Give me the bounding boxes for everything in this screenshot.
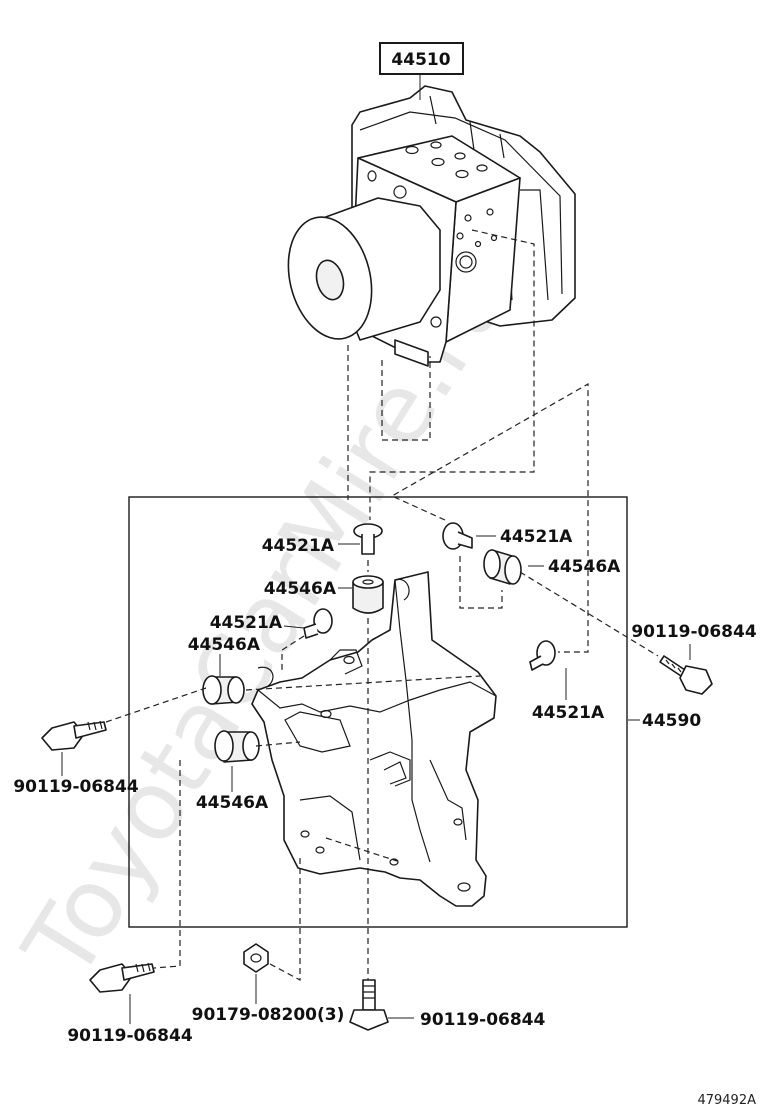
label-cushion-top-b: 44521A [500,527,573,547]
cushion-right [529,640,556,671]
spacer-bottom-left [214,730,260,763]
label-bolt-bottom-center: 90119-06844 [420,1010,546,1030]
label-bolt-bottom-left: 90119-06844 [67,1026,193,1046]
label-nut-bottom: 90179-08200(3) [192,1005,345,1025]
spacer-left [202,675,245,705]
spacer-right [483,549,522,585]
mounting-bracket [251,571,497,907]
label-actuator: 44510 [391,50,450,70]
diagram-id: 479492A [697,1093,756,1108]
label-spacer-bottom: 44546A [196,793,269,813]
label-spacer-top: 44546A [264,579,337,599]
label-bracket-assy: 44590 [642,711,701,731]
bolt-bottom-center [349,979,389,1031]
label-bolt-right: 90119-06844 [631,622,757,642]
bracket-frame [128,496,628,928]
label-spacer-left: 44546A [188,635,261,655]
label-cushion-mid: 44521A [210,613,283,633]
cushion-top-right [442,522,473,550]
bolt-left [41,720,107,751]
cushion-mid [303,608,333,639]
nut-bottom [243,943,269,973]
bolt-bottom-left [89,962,155,993]
actuator-label-box [379,42,464,75]
label-cushion-top-a: 44521A [262,536,335,556]
assembly-lines [105,229,659,981]
leader-lines [61,74,691,1024]
label-bolt-left: 90119-06844 [13,777,139,797]
spacer-top [352,575,384,614]
bolt-right [659,655,713,695]
cushion-top-center [353,523,383,555]
label-cushion-right: 44521A [532,703,605,723]
abs-actuator [287,85,576,367]
label-spacer-right: 44546A [548,557,621,577]
